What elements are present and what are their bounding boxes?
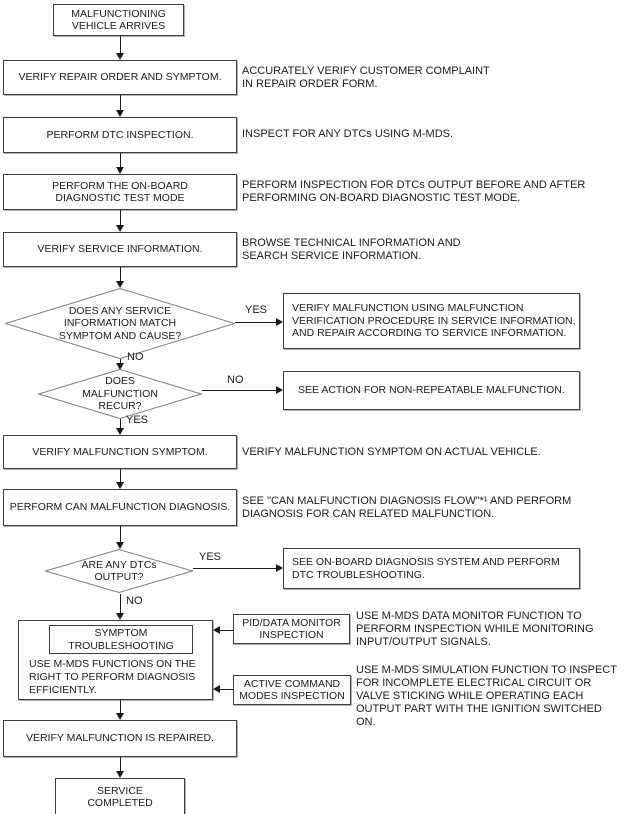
arrow-no-to-recur-decision (116, 359, 125, 370)
node-can-diagnosis: PERFORM CAN MALFUNCTION DIAGNOSIS. (3, 489, 237, 526)
symptom-troubleshooting-body: USE M-MDS FUNCTIONS ON THE RIGHT TO PERF… (29, 658, 196, 696)
label-no-dtcs: NO (126, 595, 143, 607)
decision-service-info-match-label: DOES ANY SERVICE INFORMATION MATCH SYMPT… (58, 304, 182, 342)
diamond-shape (38, 369, 202, 419)
arrow-active-to-troubleshooting (213, 685, 233, 694)
label-yes-dtcs: YES (199, 551, 222, 563)
decision-malfunction-recur-label: DOES MALFUNCTION RECUR? (82, 375, 158, 413)
arrow-verify-order-to-dtc (116, 95, 125, 117)
arrow-no-to-troubleshooting (116, 594, 125, 620)
label-no-recur: NO (227, 374, 244, 386)
note-can-diagnosis: SEE "CAN MALFUNCTION DIAGNOSIS FLOW"*¹ A… (242, 495, 572, 520)
node-pid-monitor-inspection: PID/DATA MONITOR INSPECTION (233, 614, 350, 644)
decision-dtcs-output: ARE ANY DTCs OUTPUT? (45, 549, 193, 593)
action-verify-using-service-info: VERIFY MALFUNCTION USING MALFUNCTION VER… (283, 293, 580, 349)
arrow-start-to-verify-order (116, 36, 125, 60)
arrow-troubleshooting-to-repaired (116, 700, 125, 720)
decision-service-info-match: DOES ANY SERVICE INFORMATION MATCH SYMPT… (5, 288, 235, 359)
action-dtc-troubleshooting: SEE ON-BOARD DIAGNOSIS SYSTEM AND PERFOR… (283, 548, 580, 589)
note-active-command: USE M-MDS SIMULATION FUNCTION TO INSPECT… (356, 664, 617, 728)
node-start: MALFUNCTIONING VEHICLE ARRIVES (53, 4, 184, 36)
diamond-shape (5, 288, 235, 359)
node-onboard-test: PERFORM THE ON-BOARD DIAGNOSTIC TEST MOD… (3, 174, 237, 210)
node-verify-repair-order: VERIFY REPAIR ORDER AND SYMPTOM. (3, 60, 237, 95)
action-non-repeatable: SEE ACTION FOR NON-REPEATABLE MALFUNCTIO… (283, 371, 580, 410)
label-yes-recur: YES (126, 414, 149, 426)
label-yes-service-info: YES (245, 304, 268, 316)
note-repair-order: ACCURATELY VERIFY CUSTOMER COMPLAINT IN … (242, 65, 490, 90)
arrow-dtc-to-onboard (116, 153, 125, 174)
arrow-onboard-to-service-info (116, 210, 125, 232)
arrow-can-to-dtcs-decision (116, 526, 125, 549)
arrow-repaired-to-completed (116, 757, 125, 778)
arrow-yes-to-verify-action (235, 318, 283, 327)
arrow-yes-to-dtc-troubleshooting (193, 564, 283, 573)
note-pid-monitor: USE M-MDS DATA MONITOR FUNCTION TO PERFO… (356, 610, 594, 648)
node-symptom-troubleshooting: SYMPTOM TROUBLESHOOTING USE M-MDS FUNCTI… (18, 620, 213, 700)
decision-malfunction-recur: DOES MALFUNCTION RECUR? (38, 369, 202, 419)
node-verify-malfunction-symptom: VERIFY MALFUNCTION SYMPTOM. (3, 435, 237, 469)
note-dtc-inspection: INSPECT FOR ANY DTCs USING M-MDS. (242, 128, 454, 140)
node-verify-service-info: VERIFY SERVICE INFORMATION. (3, 232, 237, 267)
note-verify-symptom: VERIFY MALFUNCTION SYMPTOM ON ACTUAL VEH… (242, 446, 541, 458)
symptom-troubleshooting-title: SYMPTOM TROUBLESHOOTING (49, 625, 193, 654)
arrow-yes-to-verify-symptom (116, 419, 125, 435)
arrow-no-to-non-repeatable (202, 386, 283, 395)
note-onboard-test: PERFORM INSPECTION FOR DTCs OUTPUT BEFOR… (242, 179, 586, 204)
diamond-shape (45, 549, 193, 593)
node-active-command-inspection: ACTIVE COMMAND MODES INSPECTION (233, 675, 351, 705)
arrow-service-info-to-decision (116, 267, 125, 288)
arrow-pid-to-troubleshooting (213, 626, 233, 635)
arrow-symptom-to-can (116, 469, 125, 489)
decision-dtcs-output-label: ARE ANY DTCs OUTPUT? (81, 558, 157, 584)
node-verify-repaired: VERIFY MALFUNCTION IS REPAIRED. (3, 720, 237, 757)
note-service-info: BROWSE TECHNICAL INFORMATION AND SEARCH … (242, 237, 461, 262)
node-dtc-inspection: PERFORM DTC INSPECTION. (3, 117, 237, 153)
label-no-service-info: NO (127, 351, 144, 363)
node-service-completed: SERVICE COMPLETED (55, 778, 185, 814)
